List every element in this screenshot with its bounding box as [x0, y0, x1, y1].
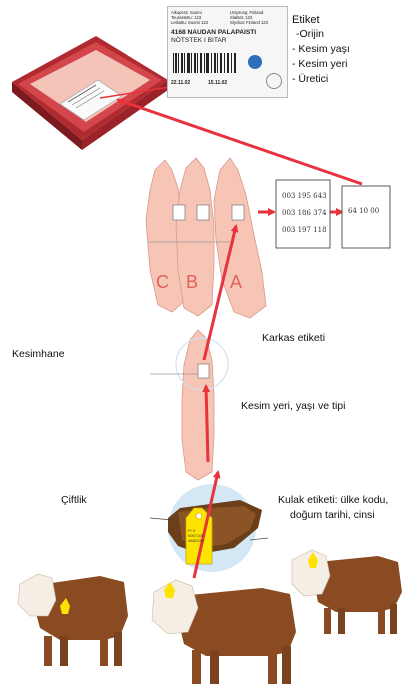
- side-letter-c: C: [156, 272, 169, 292]
- stamp-icon: [266, 73, 282, 89]
- kulak-label-2: doğum tarihi, cinsi: [290, 509, 375, 522]
- cow-right: [292, 550, 402, 634]
- etiket-item: - Üretici: [292, 72, 328, 87]
- etiket-item: - Kesim yeri: [292, 57, 347, 72]
- side-letter-a: A: [230, 272, 242, 292]
- label-product-name-2: NÖTSTEK I BITAR: [171, 37, 227, 45]
- label-left-col: Alkuperä: Suomi Teurastettu: 123 Leikatt…: [171, 10, 227, 26]
- kesim-yeri-label: Kesim yeri, yaşı ve tipi: [241, 400, 345, 413]
- label-product-name: 4168 NAUDAN PALAPAISTI: [171, 29, 256, 37]
- cow-middle: [152, 580, 296, 684]
- karkas-label: Karkas etiketi: [262, 332, 325, 345]
- carcass-tag-a: [232, 205, 244, 220]
- certification-logo-icon: [248, 55, 262, 69]
- cow-left: [18, 574, 128, 666]
- carcass-code: 003 197 118: [282, 222, 327, 239]
- label-line: Leikattu: Suomi 123: [171, 20, 227, 25]
- label-right-col: Ursprung: Finland Slaktat: 123 Styckat: …: [230, 10, 286, 26]
- carcass-sides: [146, 158, 266, 318]
- ear-tag-text: FI 3 0007108 4682138: [188, 528, 204, 543]
- kulak-label-1: Kulak etiketi: ülke kodu,: [278, 494, 388, 507]
- etiket-title: Etiket: [292, 13, 320, 27]
- label-price-2: 15.11.02: [208, 81, 227, 86]
- single-code: 64 10 00: [348, 205, 379, 218]
- carcass-tag-b: [197, 205, 209, 220]
- carcass-code-list: 003 195 643 003 186 374 003 197 118: [282, 188, 327, 239]
- etiket-item: -Orijin: [296, 27, 324, 42]
- slaughterhouse-carcass: [150, 330, 228, 480]
- ear-tag-line: 4682138: [188, 538, 204, 543]
- product-label-card: Alkuperä: Suomi Teurastettu: 123 Leikatt…: [167, 6, 288, 98]
- label-line: Styckat: Finland 123: [230, 20, 286, 25]
- ciftlik-label: Çiftlik: [61, 494, 87, 507]
- arrow-carcass-to-tag: [206, 386, 208, 462]
- slaughter-tag: [198, 364, 209, 378]
- carcass-code: 003 195 643: [282, 188, 327, 205]
- farm-zoom: [150, 484, 268, 572]
- etiket-item: - Kesim yaşı: [292, 42, 350, 57]
- barcode-icon: [171, 51, 241, 77]
- side-letter-b: B: [186, 272, 198, 292]
- carcass-code: 003 186 374: [282, 205, 327, 222]
- carcass-tag-c: [173, 205, 185, 220]
- kesimhane-label: Kesimhane: [12, 348, 65, 361]
- label-price-1: 22.11.02: [171, 81, 190, 86]
- meat-tray: [12, 36, 168, 150]
